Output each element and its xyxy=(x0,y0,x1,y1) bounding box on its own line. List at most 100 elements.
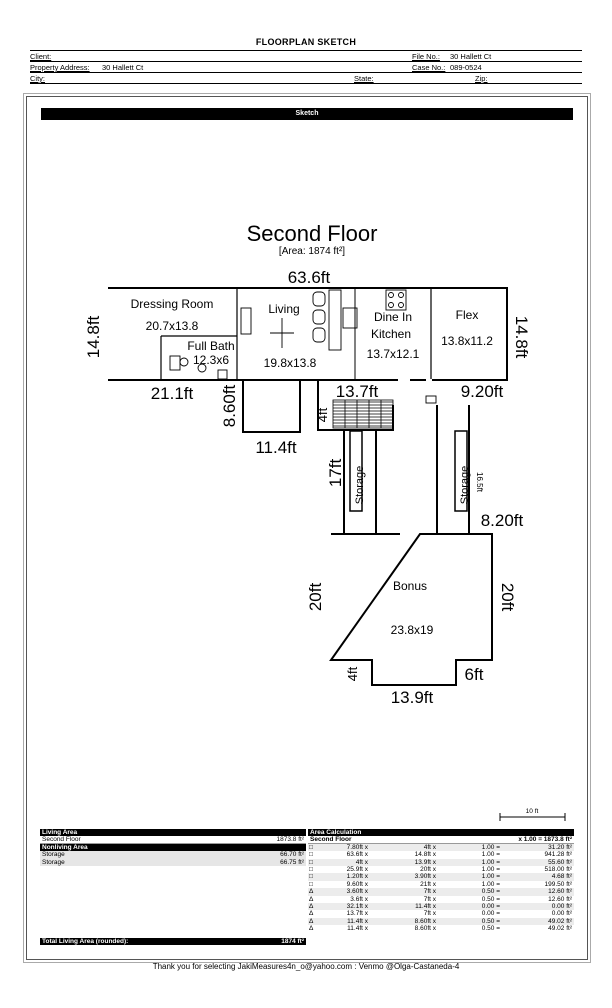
area-calc-factor: 1.00 = xyxy=(481,880,500,888)
room-storage-left: Storage xyxy=(354,466,366,505)
area-calc-length: 25.9ft x xyxy=(346,865,368,873)
area-calc-length: 11.4ft x xyxy=(347,925,368,933)
chair-icon xyxy=(312,309,326,325)
room-kitchen-size: 13.7x12.1 xyxy=(367,347,420,361)
room-bonus: Bonus xyxy=(393,579,427,593)
counter-icon xyxy=(328,289,342,351)
floor-title: Second Floor xyxy=(247,221,378,246)
nonliving-row-value: 66.75 ft² xyxy=(280,858,304,866)
area-calc-length: 1.20ft x xyxy=(346,873,368,881)
file-no-label: File No.: xyxy=(412,52,440,61)
rectangle-icon: □ xyxy=(309,865,313,873)
sketch-bar: Sketch xyxy=(41,108,573,120)
file-no-value: 30 Hallett Ct xyxy=(450,52,492,61)
area-calc-factor: 1.00 = xyxy=(481,873,500,881)
stove-icon xyxy=(385,289,407,311)
area-calc-result: 31.20 ft² xyxy=(548,843,572,851)
dim-corridor-left: 17ft xyxy=(326,459,345,488)
area-calc-width: 20ft x xyxy=(420,865,436,873)
city-label: City: xyxy=(30,74,45,83)
case-no-value: 089-0524 xyxy=(450,63,482,72)
room-full-bath: Full Bath xyxy=(187,339,234,353)
state-label: State: xyxy=(354,74,374,83)
dim-left: 14.8ft xyxy=(84,315,103,358)
area-calc-width: 4ft x xyxy=(423,843,436,851)
dim-bonus-right: 20ft xyxy=(498,583,517,612)
area-calc-length: 13.7ft x xyxy=(346,910,368,918)
toilet-icon xyxy=(179,357,189,367)
nonliving-area-header: Nonliving Area xyxy=(40,843,306,852)
zip-label: Zip: xyxy=(475,74,488,83)
sink-icon xyxy=(342,307,358,329)
area-calc-width: 3.90ft x xyxy=(414,873,436,881)
rectangle-icon: □ xyxy=(309,858,313,866)
dim-bonus-left: 20ft xyxy=(306,583,325,612)
triangle-icon: Δ xyxy=(309,895,314,903)
header-row-client: Client: File No.: 30 Hallett Ct xyxy=(30,51,582,62)
area-calc-length: 7.80ft x xyxy=(346,843,368,851)
area-calc-width: 13.9ft x xyxy=(414,858,436,866)
stairs-icon xyxy=(332,399,394,429)
triangle-icon: Δ xyxy=(309,925,314,933)
dim-bonus-bottom: 13.9ft xyxy=(391,688,434,707)
chair-icon xyxy=(312,291,326,307)
area-calc-length: 3.6ft x xyxy=(350,895,368,903)
room-dressing-room: Dressing Room xyxy=(131,297,214,311)
floor-area: [Area: 1874 ft²] xyxy=(279,246,345,257)
header-row-property: Property Address: 30 Hallett Ct Case No.… xyxy=(30,62,582,73)
rectangle-icon: □ xyxy=(309,843,313,851)
dim-bonus-bl: 4ft xyxy=(345,666,360,681)
area-calc-factor: 1.00 = xyxy=(481,858,500,866)
area-calc-width: 7ft x xyxy=(423,888,436,896)
area-calc-factor: 0.50 = xyxy=(481,917,500,925)
room-storage-right: Storage xyxy=(459,466,471,505)
rectangle-icon: □ xyxy=(309,851,313,859)
dim-corridor-gap: 8.20ft xyxy=(481,511,524,530)
dim-stair-height: 4ft xyxy=(315,407,330,422)
dim-stair-width: 13.7ft xyxy=(336,382,379,401)
vanity-icon xyxy=(169,355,181,371)
room-living-size: 19.8x13.8 xyxy=(264,356,317,370)
nonliving-row-name: Storage xyxy=(42,851,65,859)
area-calc-section-total: x 1.00 = 1873.8 ft² xyxy=(518,836,572,844)
area-calc-length: 9.60ft x xyxy=(346,880,368,888)
area-calc-width: 14.8ft x xyxy=(414,851,436,859)
dim-bottom-left: 21.1ft xyxy=(151,384,194,403)
living-area-row: Second Floor 1873.8 ft² xyxy=(40,836,306,844)
area-calc-factor: 0.00 = xyxy=(481,902,500,910)
header-form: Client: File No.: 30 Hallett Ct Property… xyxy=(30,50,582,85)
floorplan-walls xyxy=(108,287,508,686)
area-calc-header: Area Calculation xyxy=(308,829,574,837)
rectangle-icon: □ xyxy=(309,880,313,888)
rectangle-icon: □ xyxy=(309,873,313,881)
total-living-area-label: Total Living Area (rounded): xyxy=(42,937,129,945)
triangle-icon: Δ xyxy=(309,902,314,910)
nonliving-row-value: 66.70 ft² xyxy=(280,851,304,859)
area-calc-length: 32.1ft x xyxy=(346,902,368,910)
area-calc-factor: 1.00 = xyxy=(481,843,500,851)
area-calc-result: 49.02 ft² xyxy=(548,925,572,933)
area-calc-result: 0.00 ft² xyxy=(551,902,572,910)
area-calc-result: 12.60 ft² xyxy=(548,895,572,903)
dim-notch-width: 11.4ft xyxy=(255,438,297,457)
dim-right-step: 9.20ft xyxy=(461,382,504,401)
scale-label: 10 ft xyxy=(526,808,539,815)
living-area-table: Living Area Second Floor 1873.8 ft² Nonl… xyxy=(40,829,306,945)
case-no-label: Case No.: xyxy=(412,63,446,72)
area-calc-width: 8.60ft x xyxy=(414,917,436,925)
footer-text: Thank you for selecting JakiMeasures4n_o… xyxy=(152,962,460,971)
area-calc-width: 21ft x xyxy=(420,880,436,888)
ceiling-fan-icon xyxy=(270,318,294,348)
living-area-header: Living Area xyxy=(40,829,306,837)
shower-icon xyxy=(217,369,228,380)
header-row-city: City: State: Zip: xyxy=(30,73,582,84)
dim-bonus-br: 6ft xyxy=(465,665,484,684)
document-title: FLOORPLAN SKETCH xyxy=(255,37,357,47)
area-calc-factor: 0.50 = xyxy=(481,925,500,933)
area-calc-result: 518.00 ft² xyxy=(544,865,572,873)
